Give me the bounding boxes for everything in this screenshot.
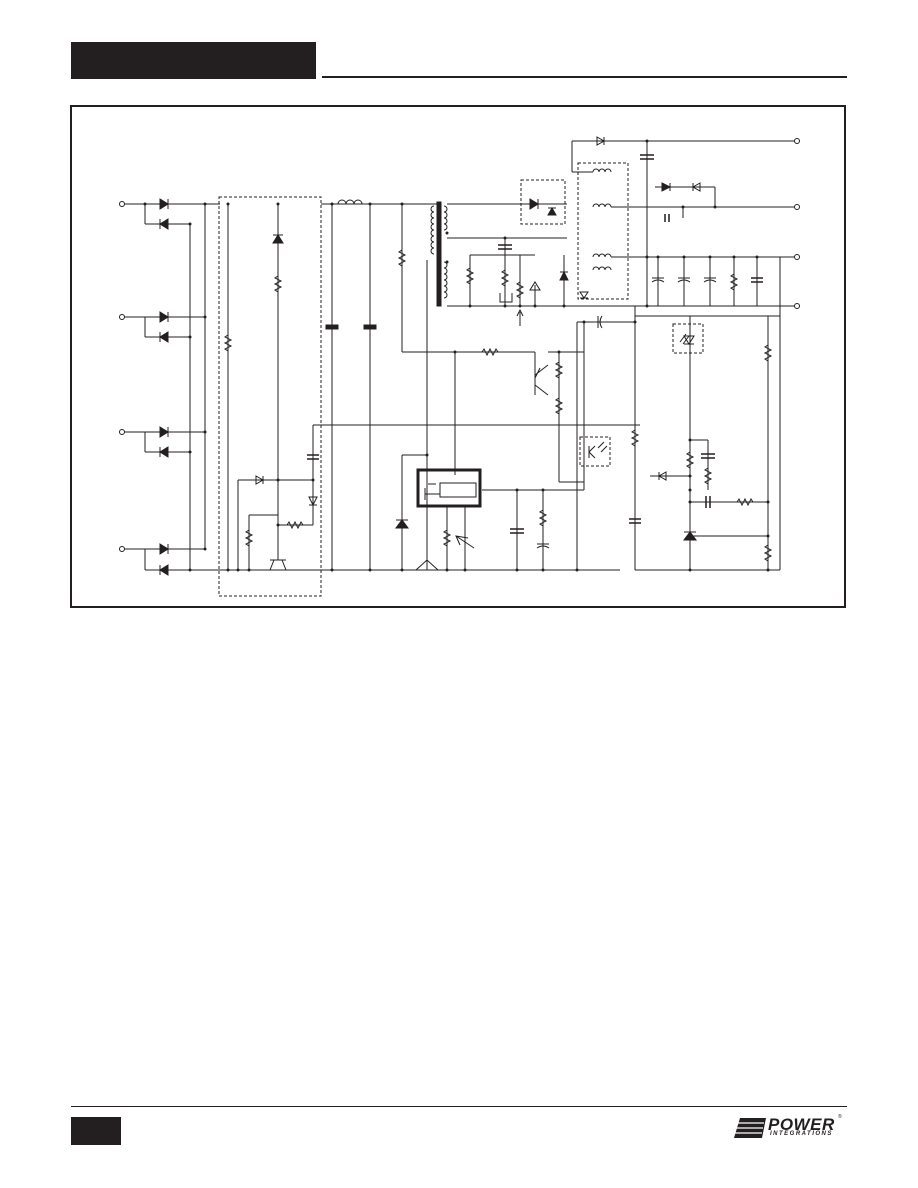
- capacitor-icon: [703, 277, 717, 283]
- capacitor-icon: [640, 154, 654, 160]
- capacitor-icon: [664, 214, 670, 222]
- capacitor-icon: [363, 324, 377, 330]
- arrow-icon: [516, 308, 524, 326]
- diode-icon: [159, 198, 169, 210]
- page-number-tab: [71, 1117, 121, 1145]
- controller-ic: [395, 454, 550, 571]
- led-icon: [529, 198, 539, 210]
- header-title-bar: [71, 42, 316, 79]
- resistor-icon: [286, 520, 304, 530]
- diode-icon: [159, 426, 169, 438]
- resistor-icon: [736, 497, 754, 507]
- capacitor-icon: [510, 528, 524, 534]
- diode-icon: [596, 136, 606, 146]
- diode-icon: [159, 218, 169, 230]
- diode-icon: [657, 471, 667, 481]
- transistor-icon: [269, 559, 287, 571]
- led-box: [672, 323, 704, 354]
- inductor-icon: [337, 199, 363, 205]
- diode-icon: [159, 311, 169, 323]
- diode-icon: [159, 446, 169, 458]
- resistor-icon: [685, 451, 695, 469]
- resistor-icon: [763, 344, 773, 362]
- resistor-icon: [554, 397, 564, 415]
- secondary-box: [577, 162, 629, 300]
- output-terminal: [794, 303, 800, 309]
- capacitor-icon: [701, 453, 715, 459]
- diode-icon: [159, 543, 169, 555]
- capacitor-icon: [597, 315, 603, 329]
- optocoupler-box: [520, 179, 566, 225]
- resistor-icon: [465, 267, 475, 285]
- diode-icon: [691, 182, 701, 192]
- resistor-icon: [515, 281, 525, 299]
- input-terminal: [119, 201, 125, 207]
- output-terminal: [794, 254, 800, 260]
- logo-text: POWER: [768, 1115, 835, 1134]
- primary-clamp: [465, 238, 541, 326]
- zener-diode-icon: [272, 234, 284, 244]
- capacitor-icon: [751, 277, 763, 283]
- capacitor-icon: [651, 277, 665, 283]
- resistor-icon: [554, 361, 564, 379]
- capacitor-icon: [498, 244, 512, 250]
- input-terminal: [119, 429, 125, 435]
- resistor-icon: [273, 275, 283, 293]
- input-terminal: [119, 546, 125, 552]
- secondary-outputs: [520, 136, 800, 309]
- winding-icon: [592, 168, 612, 271]
- zener-diode-icon: [395, 519, 409, 529]
- ic-highlight-box: [416, 468, 482, 508]
- resistor-icon: [729, 273, 739, 291]
- logo-subtext: INTEGRATIONS: [770, 1131, 833, 1137]
- logo-mark-icon: [734, 1118, 766, 1138]
- input-filter: [321, 199, 535, 570]
- resistor-icon: [244, 529, 254, 547]
- feedback-loop: [576, 257, 781, 571]
- header-rule: [322, 76, 847, 78]
- transistor-icon: [534, 364, 549, 396]
- potentiometer-icon: [442, 529, 452, 547]
- output-terminal: [794, 204, 800, 210]
- diode-icon: [661, 182, 672, 192]
- diode-icon: [308, 496, 318, 507]
- inrush-module: [218, 196, 640, 597]
- capacitor-icon: [536, 543, 550, 549]
- resistor-icon: [481, 347, 499, 357]
- resistor-icon: [500, 269, 510, 287]
- diode-icon: [159, 564, 169, 576]
- capacitor-icon: [629, 518, 641, 524]
- capacitor-icon: [705, 496, 711, 508]
- logo-trademark: ®: [838, 1114, 842, 1120]
- diode-icon: [579, 291, 589, 299]
- capacitor-icon: [677, 277, 691, 283]
- input-terminal: [119, 314, 125, 320]
- switch-icon: [499, 293, 513, 303]
- bias-circuit: [482, 322, 611, 491]
- capacitor-icon: [325, 324, 339, 330]
- phototransistor-icon: [588, 445, 596, 459]
- footer-rule: [71, 1106, 847, 1107]
- power-integrations-logo: POWER ® INTEGRATIONS: [734, 1114, 846, 1140]
- diode-icon: [547, 206, 557, 216]
- optocoupler-box: [579, 436, 611, 467]
- resistor-icon: [538, 509, 548, 527]
- junction-dots: [143, 139, 770, 572]
- schematic-frame: [70, 105, 846, 608]
- zener-diode-icon: [529, 281, 541, 306]
- resistor-icon: [397, 249, 407, 267]
- resistor-icon: [630, 429, 640, 447]
- resistor-icon: [223, 334, 233, 352]
- resistor-icon: [763, 544, 773, 562]
- diode-icon: [255, 475, 265, 485]
- capacitor-icon: [307, 454, 319, 460]
- resistor-icon: [703, 467, 713, 485]
- output-terminal: [794, 138, 800, 144]
- diode-icon: [159, 331, 169, 343]
- input-rectifier-section: [119, 198, 620, 576]
